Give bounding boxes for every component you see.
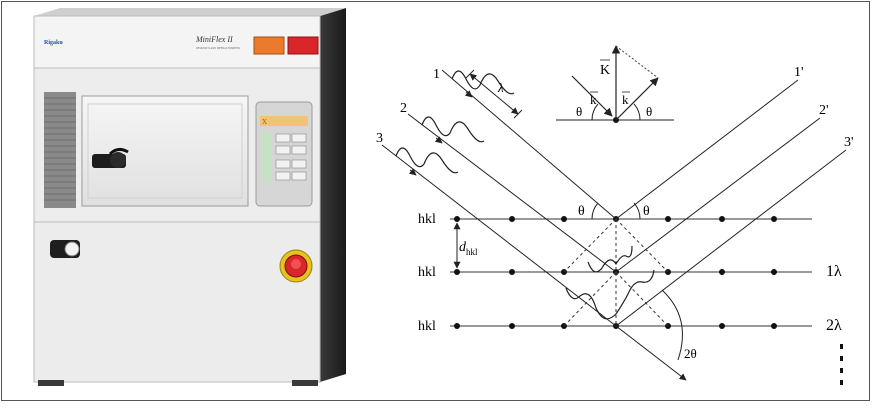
plane-label-2: hkl xyxy=(418,265,436,280)
cabinet-side xyxy=(320,8,346,382)
beam-label-out-2: 2' xyxy=(819,103,829,118)
wavelength-label: λ xyxy=(497,80,504,95)
model-sublabel: DESKTOP X-RAY DIFFRACTOMETER xyxy=(196,47,240,50)
vector-K-label: K xyxy=(600,63,610,78)
vector-diagram xyxy=(556,45,674,123)
door-handle xyxy=(92,147,129,168)
reflected-wave-b xyxy=(565,269,655,320)
beam-label-in-2: 2 xyxy=(400,101,407,116)
cabinet-top xyxy=(34,8,346,16)
wave-packet-1 xyxy=(451,70,515,95)
svg-text:X: X xyxy=(262,118,267,126)
model-label: MiniFlex II xyxy=(195,35,233,44)
path-difference-1: 1λ xyxy=(826,263,842,280)
beam-label-out-3: 3' xyxy=(844,135,854,150)
wave-packet-2 xyxy=(421,116,485,143)
d-spacing-label: dhkl xyxy=(459,240,478,257)
transmitted-beam xyxy=(615,325,687,381)
outgoing-beam-2 xyxy=(615,117,821,273)
vent-grille xyxy=(44,92,76,208)
vector-k-in-label: k xyxy=(590,92,597,107)
wave-packet-3 xyxy=(395,147,459,174)
brand-label: Rigaku xyxy=(44,40,63,46)
reflected-wave-a xyxy=(587,245,633,273)
two-theta-arc xyxy=(661,289,683,361)
emergency-stop-button xyxy=(279,249,313,283)
control-panel: X xyxy=(255,101,313,207)
theta-left: θ xyxy=(578,204,585,219)
wavelength-marker xyxy=(465,69,523,119)
two-theta-label: 2θ xyxy=(684,346,697,361)
bragg-diffraction-diagram: hkl hkl hkl dhkl xyxy=(360,0,872,404)
beam-label-out-1: 1' xyxy=(794,65,804,80)
path-difference-2: 2λ xyxy=(826,317,842,334)
vector-theta-right: θ xyxy=(646,104,652,119)
beam-label-in-1: 1 xyxy=(433,67,440,82)
plane-label-1: hkl xyxy=(418,212,436,227)
diffractometer-photo: Rigaku MiniFlex II DESKTOP X-RAY DIFFRAC… xyxy=(8,4,356,398)
incoming-beam-3 xyxy=(381,144,617,327)
sample-door xyxy=(81,95,249,207)
outgoing-beam-1 xyxy=(615,79,799,220)
theta-right: θ xyxy=(643,204,650,219)
incoming-beam-2 xyxy=(407,113,617,273)
red-indicator-lamp xyxy=(287,36,319,55)
orange-indicator-lamp xyxy=(253,36,285,55)
beam-label-in-3: 3 xyxy=(376,131,383,146)
outgoing-beam-3 xyxy=(615,149,847,327)
vector-theta-left: θ xyxy=(576,104,582,119)
key-switch xyxy=(50,240,80,258)
plane-label-3: hkl xyxy=(418,319,436,334)
continuation-dots xyxy=(840,344,843,385)
vector-k-out-label: k xyxy=(622,92,629,107)
